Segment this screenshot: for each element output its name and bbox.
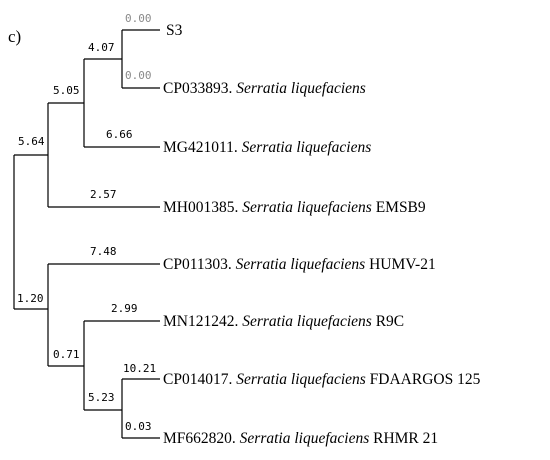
- branch-length-clade-d: 5.23: [88, 391, 115, 404]
- branch-length-clade-c: 0.71: [53, 348, 80, 361]
- branch-length-clade-b: 5.64: [18, 135, 45, 148]
- taxon-label: CP014017. Serratia liquefaciens FDAARGOS…: [163, 371, 481, 388]
- branch-length-mg421011: 6.66: [106, 128, 133, 141]
- panel-label: c): [8, 27, 21, 46]
- taxon-species: Serratia liquefaciens: [236, 256, 366, 273]
- taxon-species: Serratia liquefaciens: [240, 430, 370, 447]
- taxon-species: Serratia liquefaciens: [242, 139, 372, 156]
- taxon-accession: CP014017.: [163, 371, 232, 388]
- tree-branches: [14, 29, 160, 439]
- taxon-species: Serratia liquefaciens: [242, 313, 372, 330]
- branch-length-s3-cp033893-clade: 4.07: [88, 41, 115, 54]
- taxon-label: MG421011. Serratia liquefaciens: [163, 139, 371, 156]
- branch-length-labels: 0.00 0.00 4.07 6.66 5.05 2.57 5.64 7.48 …: [17, 12, 156, 433]
- branch-length-mh001385: 2.57: [90, 188, 117, 201]
- taxon-label: MF662820. Serratia liquefaciens RHMR 21: [163, 430, 438, 447]
- branch-length-clade-a: 5.05: [53, 84, 80, 97]
- taxon-label-s3: S3: [166, 22, 183, 39]
- taxon-label: CP033893. Serratia liquefaciens: [163, 80, 366, 97]
- branch-length-cp033893: 0.00: [125, 69, 152, 82]
- taxon-labels: S3 CP033893. Serratia liquefaciens MG421…: [163, 22, 481, 447]
- taxon-accession: MF662820.: [163, 430, 236, 447]
- taxon-accession: MN121242.: [163, 313, 238, 330]
- taxon-accession: CP011303.: [163, 256, 232, 273]
- taxon-strain: RHMR 21: [373, 430, 438, 447]
- taxon-accession: MH001385.: [163, 199, 238, 216]
- taxon-strain: R9C: [376, 313, 404, 330]
- taxon-label: CP011303. Serratia liquefaciens HUMV-21: [163, 256, 436, 273]
- taxon-accession: CP033893.: [163, 80, 232, 97]
- taxon-strain: FDAARGOS 125: [370, 371, 481, 388]
- branch-length-cp014017: 10.21: [123, 362, 156, 375]
- branch-length-root-split: 1.20: [17, 292, 44, 305]
- taxon-strain: HUMV-21: [369, 256, 436, 273]
- branch-length-mf662820: 0.03: [125, 420, 152, 433]
- taxon-species: Serratia liquefaciens: [236, 80, 366, 97]
- taxon-label: MN121242. Serratia liquefaciens R9C: [163, 313, 404, 330]
- branch-length-mn121242: 2.99: [111, 302, 138, 315]
- branch-length-cp011303: 7.48: [90, 245, 117, 258]
- branch-length-s3: 0.00: [125, 12, 152, 25]
- taxon-species: Serratia liquefaciens: [236, 371, 366, 388]
- taxon-label: MH001385. Serratia liquefaciens EMSB9: [163, 199, 426, 216]
- taxon-species: Serratia liquefaciens: [242, 199, 372, 216]
- taxon-strain: EMSB9: [376, 199, 426, 216]
- tree-connectors: [13, 30, 123, 438]
- taxon-accession: MG421011.: [163, 139, 238, 156]
